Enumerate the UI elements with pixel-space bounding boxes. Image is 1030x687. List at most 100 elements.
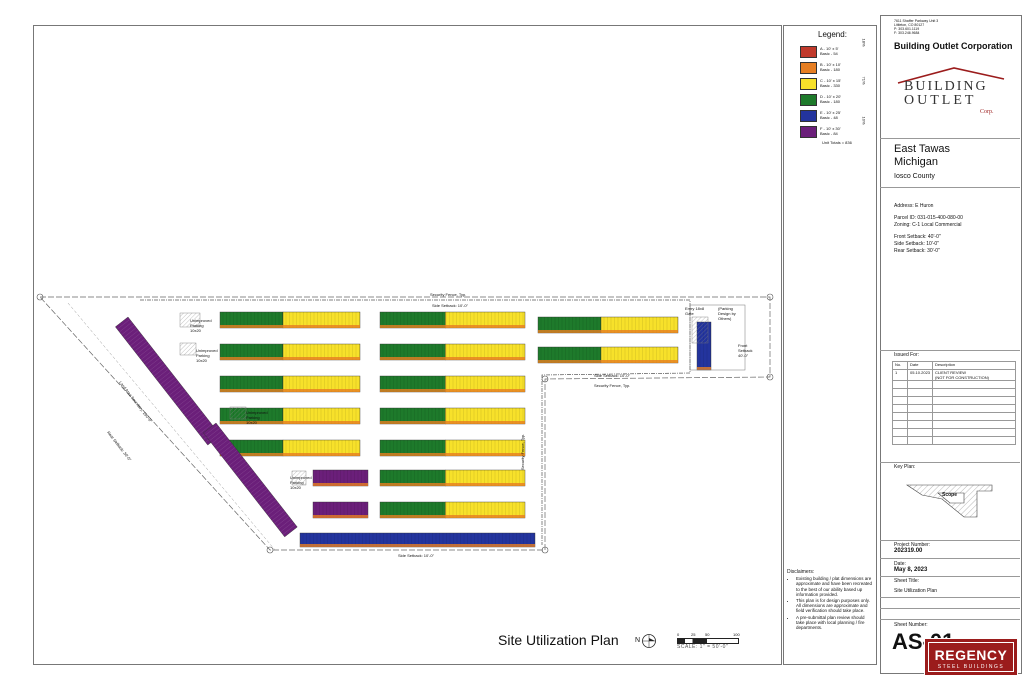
company-address: 7611 Shaffer Parkway Unit 3 Littleton, C… [894, 19, 938, 35]
address-line: 7611 Shaffer Parkway Unit 3 [894, 19, 939, 23]
north-label: N [635, 637, 641, 644]
corner-marker [36, 293, 44, 301]
table-row [892, 380, 1016, 389]
issued-title: Issued For: [894, 352, 920, 358]
unit-divider [160, 374, 174, 385]
storage-building [379, 407, 526, 425]
unit-divider [119, 322, 133, 333]
corner-marker [766, 373, 774, 381]
building-strip [380, 515, 525, 518]
unit-divider [233, 461, 246, 472]
unit-divider [123, 327, 137, 338]
unit-divider [171, 388, 184, 399]
unit-divider [222, 447, 236, 458]
regency-badge: REGENCY STEEL BUILDINGS [924, 638, 1018, 676]
sheet-number-label: Sheet Number: [894, 622, 928, 628]
unit-divider [250, 483, 264, 494]
regency-badge-inner [928, 642, 1014, 672]
table-row [892, 388, 1016, 397]
col-date: Date [906, 361, 934, 370]
project-state: Michigan [894, 156, 939, 168]
legend-title: Legend: [818, 30, 847, 39]
unit-divider [226, 452, 240, 463]
unit-divider [192, 415, 206, 426]
scale-tick: 25 [691, 632, 696, 637]
table-header-row: No. Date Description [892, 361, 1016, 370]
unit-divider [127, 333, 141, 344]
parking-design-label: (Parking Design by Others) [718, 306, 736, 321]
unit-divider [235, 463, 249, 474]
address-line: F: 303.246.9684 [894, 31, 920, 35]
unit-divider [271, 510, 285, 521]
storage-building [312, 469, 369, 487]
divider [880, 462, 1020, 463]
disclaimer-item: Existing building / plat dimensions are … [796, 576, 873, 597]
storage-building [379, 469, 526, 487]
security-fence-label: Security Fence, Typ. [594, 383, 631, 388]
unit-divider [252, 485, 266, 497]
cell-date: 05.10.2023 [906, 369, 934, 381]
table-row [892, 428, 1016, 437]
building-strip [380, 453, 525, 456]
legend-name: D - 10' x 20' [820, 94, 842, 99]
unit-divider [243, 474, 257, 485]
zoning: Zoning: C-1 Local Commercial [894, 222, 962, 228]
title-block-content: 7611 Shaffer Parkway Unit 3 Littleton, C… [880, 15, 1020, 676]
unit-divider [267, 505, 281, 516]
unit-divider [130, 335, 143, 346]
unit-divider [211, 433, 225, 444]
unit-divider [259, 494, 272, 505]
key-plan-diagram [906, 484, 993, 518]
building-strip [380, 389, 525, 392]
parking-hatch [179, 342, 197, 356]
legend-swatch-f [800, 126, 817, 138]
parking-hatch [179, 312, 201, 328]
unit-divider [274, 513, 287, 524]
parking-label: Unimproved Parking 10x20 [196, 348, 218, 363]
legend-item-b: B - 10' x 10'Basic - 180 [800, 62, 890, 74]
scale-tick: 50 [705, 632, 710, 637]
sheet-title-label: Sheet Title: [894, 578, 920, 584]
unit-divider [125, 330, 139, 341]
legend: Legend: A - 10' x 5'Basic - 54 B - 10' x… [800, 30, 870, 150]
date-value: May 8, 2023 [894, 567, 928, 573]
property-boundary [39, 296, 771, 551]
storage-building [537, 346, 679, 364]
unit-divider [153, 366, 167, 377]
unit-totals: Unit Totals = 836 [822, 140, 852, 145]
corner-marker [541, 375, 549, 383]
unit-divider [168, 385, 182, 396]
unit-divider [183, 404, 197, 415]
unit-divider [246, 477, 259, 488]
unit-divider [190, 413, 204, 424]
divider [880, 138, 1020, 139]
building-strip [300, 544, 535, 547]
project-number-label: Project Number: [894, 542, 931, 548]
corner-marker [766, 293, 774, 301]
storage-building [299, 532, 536, 548]
divider [880, 350, 1020, 351]
unit-divider [194, 418, 208, 429]
cell-no: 1 [892, 369, 908, 381]
storage-building [537, 316, 679, 334]
corner-marker [541, 546, 549, 554]
legend-basic: Basic - 180 [820, 99, 841, 104]
col-no: No. [892, 361, 908, 370]
scale-text: SCALE: 1" = 50'-0" [677, 644, 729, 650]
legend-swatch-a [800, 46, 817, 58]
fence-line [140, 299, 691, 545]
security-fence-label: Security Fence, Typ. [430, 292, 467, 297]
parcel-id: Parcel ID: 031-015-400-080-00 [894, 215, 963, 221]
storage-building [219, 343, 361, 361]
storage-building [379, 501, 526, 519]
side-setback-label: Side Setback: 10'-0" [432, 303, 468, 308]
unit-divider [158, 371, 171, 382]
site-plan [36, 293, 774, 554]
notes-frame [783, 25, 877, 665]
unit-divider [263, 499, 277, 510]
unit-divider [196, 421, 210, 432]
legend-basic: Basic - 54 [820, 51, 838, 56]
legend-name: E - 10' x 25' [820, 110, 841, 115]
unit-divider [213, 436, 227, 447]
legend-swatch-e [800, 110, 817, 122]
